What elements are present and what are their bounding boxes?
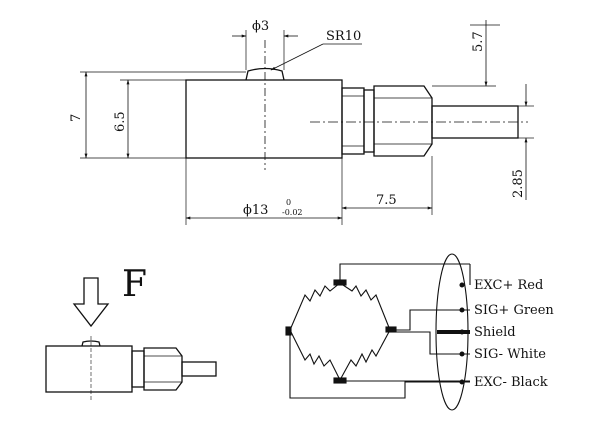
pin-diameter-label: ϕ3: [252, 19, 269, 34]
label-sig-plus: SIG+ Green: [474, 303, 554, 318]
label-sig-minus: SIG- White: [474, 347, 546, 362]
cable-height-label: 2.85: [511, 169, 526, 198]
label-exc-minus: EXC- Black: [474, 375, 548, 390]
body-diameter-tol-lower: -0.02: [282, 208, 303, 217]
bridge-resistors: [289, 282, 391, 381]
total-height-label: 7: [69, 114, 84, 122]
top-view: [80, 20, 534, 225]
fitting-length-label: 7.5: [376, 193, 397, 208]
sensor-body: [185, 79, 343, 159]
cable-offset-label: 5.7: [471, 31, 486, 52]
label-exc-plus: EXC+ Red: [474, 278, 543, 293]
body-diameter-label: ϕ13: [243, 203, 268, 218]
sphere-radius-label: SR10: [326, 29, 361, 44]
force-arrow-icon: [72, 277, 110, 328]
cable-fitting: [341, 85, 433, 157]
label-shield: Shield: [474, 325, 516, 340]
force-label: F: [122, 264, 147, 305]
force-illustration: [45, 277, 217, 400]
connector-oval: [435, 253, 469, 411]
wiring-diagram: [285, 253, 471, 411]
body-diameter-tol-upper: 0: [286, 198, 291, 207]
body-height-label: 6.5: [113, 111, 128, 132]
